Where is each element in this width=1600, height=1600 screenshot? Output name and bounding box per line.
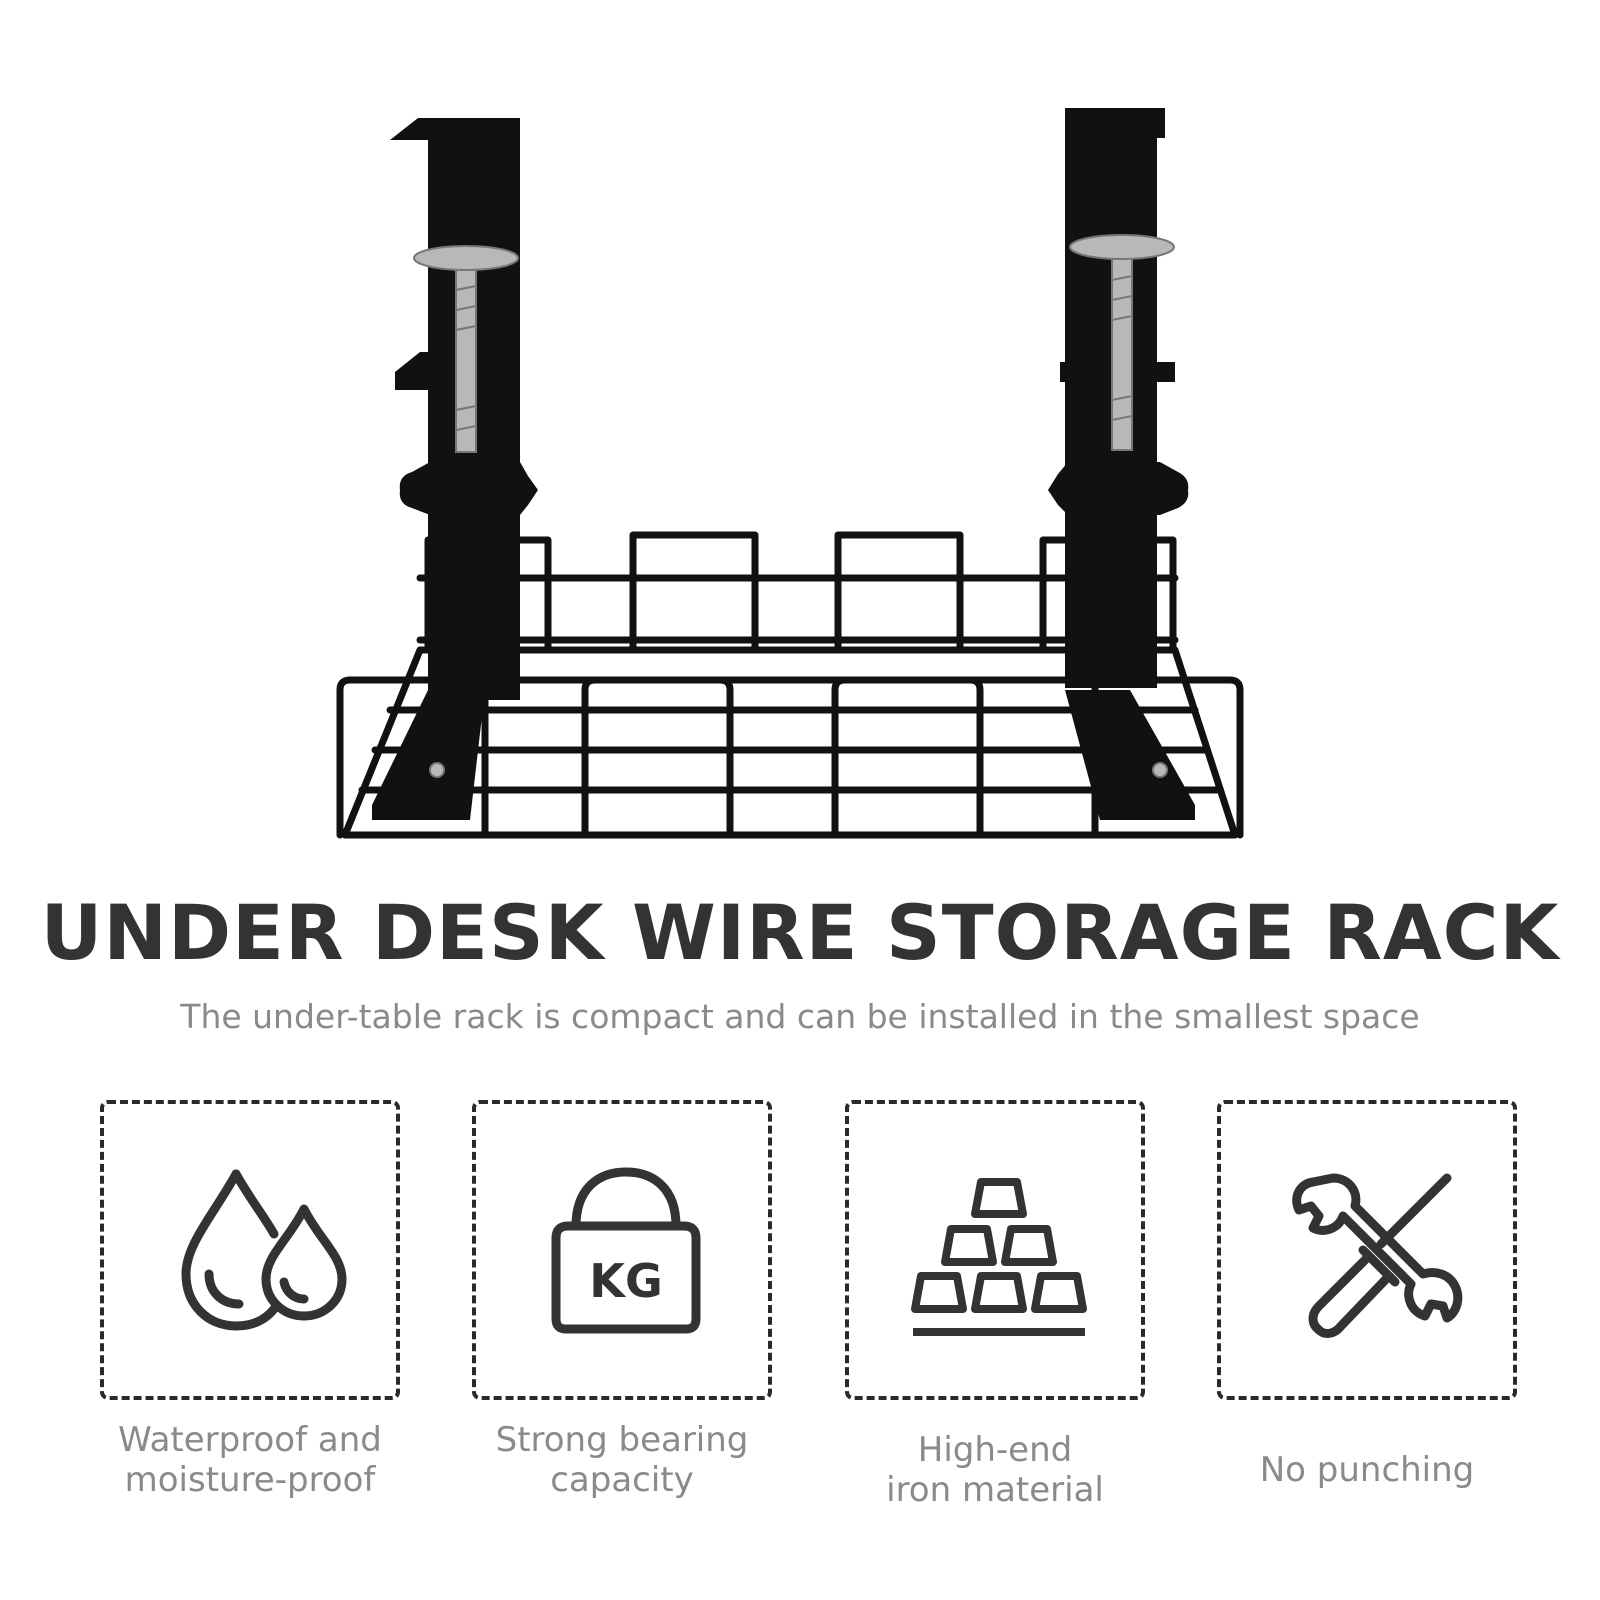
feature-box-iron [845, 1100, 1145, 1400]
feature-box-waterproof [100, 1100, 400, 1400]
feature-label-waterproof: Waterproof and moisture-proof [70, 1420, 430, 1500]
feature-box-bearing: KG [472, 1100, 772, 1400]
feature-label-line: Strong bearing [495, 1420, 749, 1460]
wrench-screwdriver-icon [1292, 1173, 1463, 1338]
kg-badge: KG [589, 1254, 662, 1308]
feature-label-iron: High-end iron material [815, 1430, 1175, 1510]
iron-ingots-icon [911, 1178, 1087, 1336]
feature-label-line: iron material [886, 1470, 1104, 1510]
feature-label-line: capacity [550, 1460, 694, 1500]
page-title: UNDER DESK WIRE STORAGE RACK [40, 888, 1560, 977]
kg-weight-icon: KG [551, 1167, 701, 1334]
feature-label-line: moisture-proof [124, 1460, 376, 1500]
feature-box-no-punching [1217, 1100, 1517, 1400]
water-drops-icon [181, 1169, 347, 1331]
product-photo-wire-rack [336, 108, 1244, 839]
page-subtitle: The under-table rack is compact and can … [180, 997, 1420, 1036]
feature-label-bearing: Strong bearing capacity [442, 1420, 802, 1500]
feature-label-line: No punching [1259, 1450, 1475, 1490]
feature-label-line: High-end [917, 1430, 1073, 1470]
feature-label-no-punching: No punching [1187, 1450, 1547, 1490]
feature-label-line: Waterproof and [118, 1420, 382, 1460]
